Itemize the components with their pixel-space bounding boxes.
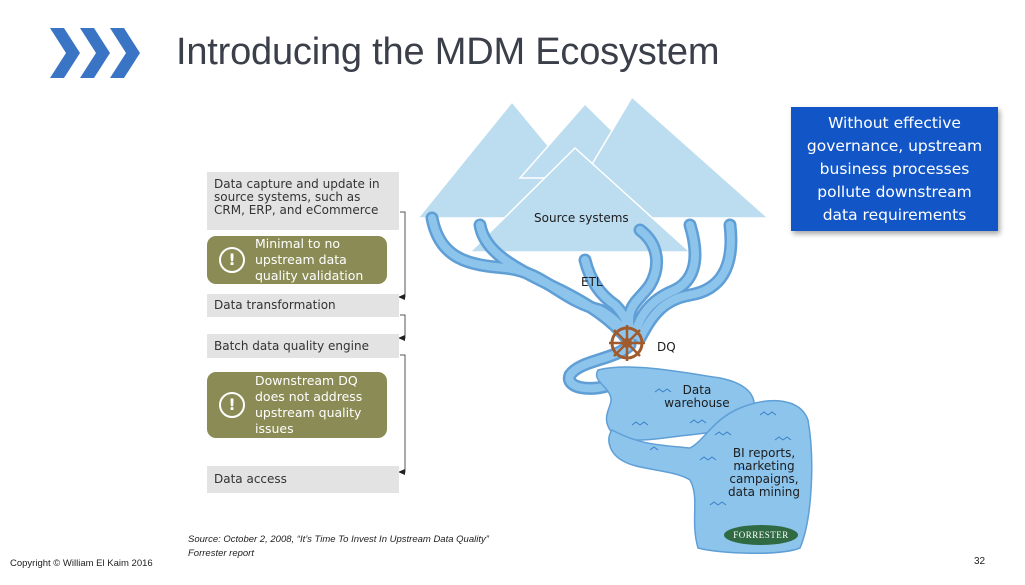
label-dq: DQ <box>657 340 676 354</box>
governance-callout: Without effective governance, upstream b… <box>791 107 998 231</box>
step-data-capture: Data capture and update in source system… <box>207 172 399 230</box>
page-number: 32 <box>974 556 986 567</box>
warning-downstream-dq: ! Downstream DQ does not address upstrea… <box>207 372 387 438</box>
label-etl: ETL <box>581 275 603 289</box>
source-line-2: Forrester report <box>188 548 254 559</box>
bi-lake <box>608 399 813 555</box>
step-batch-dq-engine: Batch data quality engine <box>207 334 399 358</box>
source-citation: Source: October 2, 2008, “It’s Time To I… <box>188 533 489 561</box>
step-data-access: Data access <box>207 466 399 493</box>
exclamation-icon: ! <box>219 392 245 418</box>
chevron-icon <box>50 28 140 78</box>
label-data-warehouse: Data warehouse <box>664 383 730 410</box>
copyright: Copyright © William El Kaim 2016 <box>10 558 153 569</box>
label-bi-reports: BI reports, marketing campaigns, data mi… <box>727 446 801 499</box>
forrester-logo: FORRESTER <box>724 525 798 545</box>
warning-upstream-validation: ! Minimal to no upstream data quality va… <box>207 236 387 284</box>
warning-text: Downstream DQ does not address upstream … <box>255 373 363 436</box>
slide-title: Introducing the MDM Ecosystem <box>176 31 720 73</box>
source-line-1: Source: October 2, 2008, “It’s Time To I… <box>188 534 489 545</box>
water-wheel-icon <box>609 325 645 361</box>
step-data-transformation: Data transformation <box>207 294 399 317</box>
mountains <box>416 95 770 253</box>
exclamation-icon: ! <box>219 247 245 273</box>
warning-text: Minimal to no upstream data quality vali… <box>255 236 364 283</box>
label-source-systems: Source systems <box>534 211 629 225</box>
